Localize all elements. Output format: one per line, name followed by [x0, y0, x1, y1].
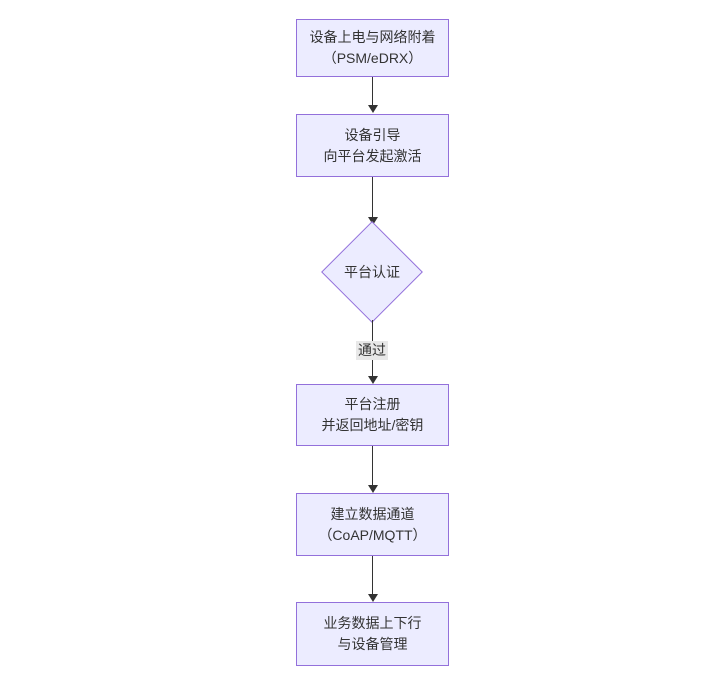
arrow-line: [372, 177, 373, 218]
node-device-bootstrap: 设备引导 向平台发起激活: [296, 114, 449, 177]
node-text-line: 设备上电与网络附着: [309, 29, 436, 45]
arrow-line: [372, 556, 373, 595]
node-business-device-management: 业务数据上下行 与设备管理: [296, 602, 449, 666]
node-data-channel: 建立数据通道 （CoAP/MQTT）: [296, 493, 449, 556]
node-text-line: 与设备管理: [337, 636, 408, 652]
node-power-network-attach: 设备上电与网络附着 （PSM/eDRX）: [296, 19, 449, 77]
edge-label-pass: 通过: [356, 341, 388, 360]
node-text-line: 向平台发起激活: [323, 147, 422, 164]
node-text-line: （PSM/eDRX）: [322, 50, 423, 66]
node-text-line: 平台注册: [344, 396, 401, 412]
arrow-line: [372, 446, 373, 486]
node-text-line: 建立数据通道: [330, 505, 415, 522]
node-platform-register: 平台注册 并返回地址/密钥: [296, 384, 449, 446]
arrow-line: [372, 77, 373, 107]
arrowhead-down-icon: [367, 594, 378, 602]
arrowhead-down-icon: [367, 105, 378, 113]
arrowhead-down-icon: [367, 485, 378, 493]
decision-platform-auth-label: 平台认证: [344, 264, 400, 280]
arrowhead-down-icon: [367, 217, 378, 225]
node-text-line: 业务数据上下行: [323, 615, 422, 631]
arrowhead-down-icon: [367, 376, 378, 384]
node-text-line: 设备引导: [344, 126, 401, 143]
node-text-line: 并返回地址/密钥: [321, 417, 424, 433]
node-text-line: （CoAP/MQTT）: [318, 526, 427, 543]
